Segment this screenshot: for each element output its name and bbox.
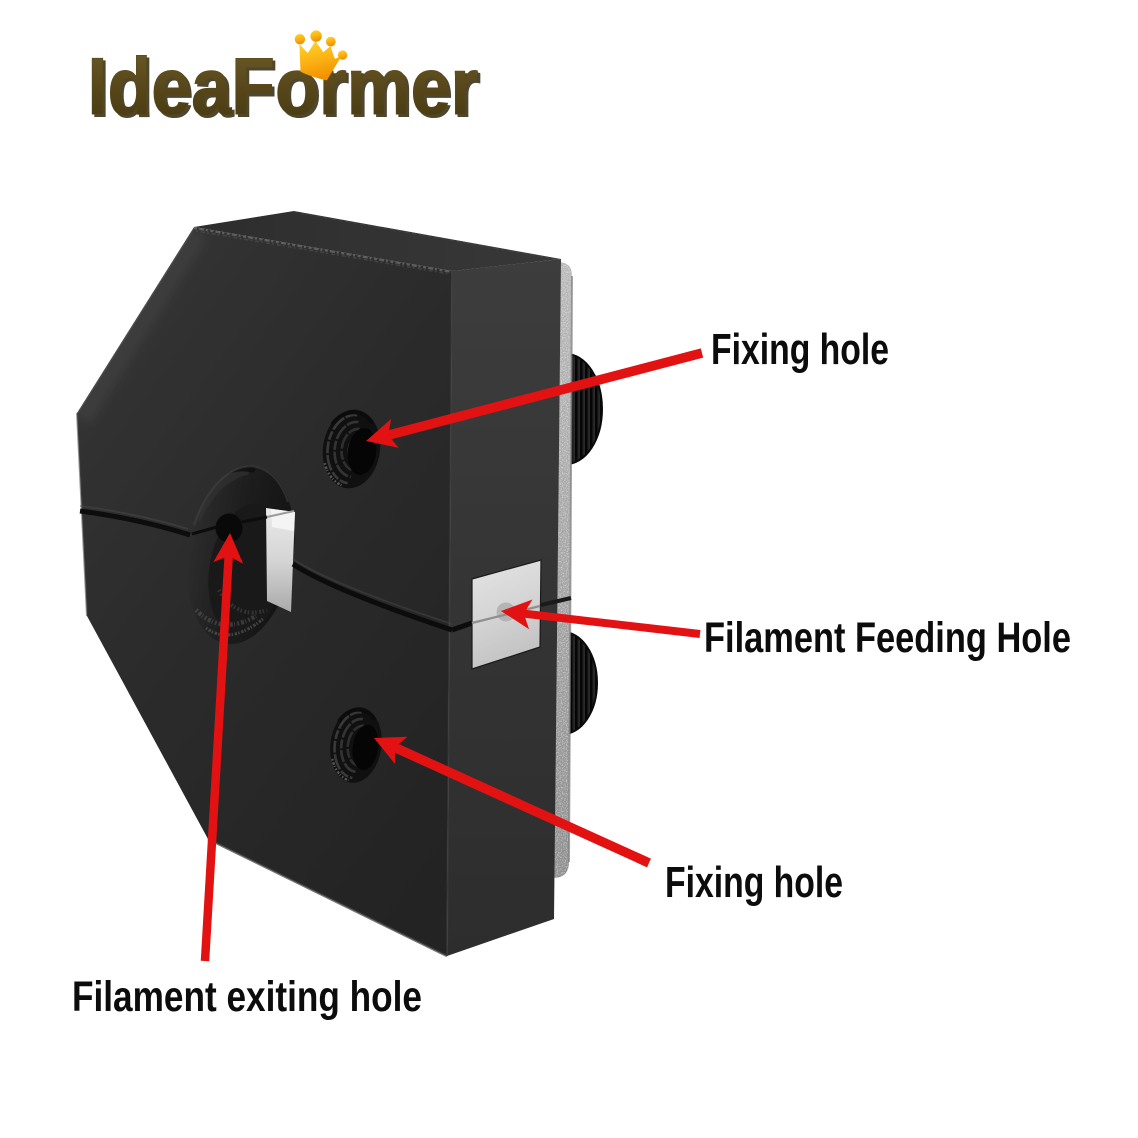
- svg-text:IdeaFormer: IdeaFormer: [88, 42, 479, 132]
- svg-text:Filament exiting hole: Filament exiting hole: [72, 973, 422, 1021]
- svg-text:IdeaFormer: IdeaFormer: [90, 45, 481, 135]
- svg-text:Filament Feeding Hole: Filament Feeding Hole: [704, 614, 1071, 662]
- svg-text:Fixing hole: Fixing hole: [711, 325, 889, 374]
- svg-text:Fixing hole: Fixing hole: [665, 858, 843, 907]
